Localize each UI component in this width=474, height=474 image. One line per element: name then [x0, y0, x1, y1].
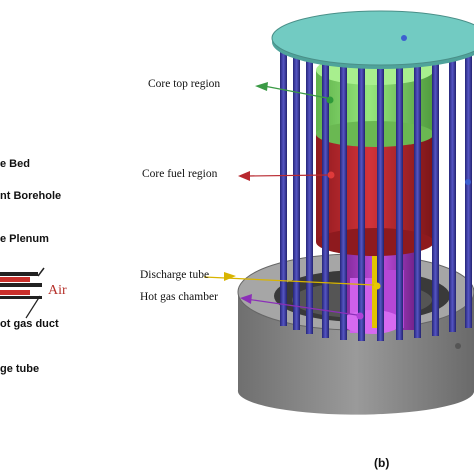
- rods: [280, 35, 472, 341]
- label-hot-gas-chamber: Hot gas chamber: [140, 291, 218, 303]
- label-core-top-region: Core top region: [148, 78, 221, 90]
- label-core-fuel-region: Core fuel region: [142, 168, 218, 180]
- rod-marker: [465, 179, 471, 185]
- hot-gas-marker: [356, 312, 364, 320]
- left-label-tube: ge tube: [0, 363, 40, 375]
- duct-line: [0, 272, 38, 276]
- left-panel-schematic: [0, 267, 45, 319]
- label-discharge-tube: Discharge tube: [140, 269, 210, 281]
- discharge-tube: [372, 228, 381, 328]
- left-label-hot-gas-duct: ot gas duct: [0, 318, 59, 330]
- duct-line: [0, 296, 42, 299]
- leader-line: [25, 295, 41, 319]
- core-fuel-marker: [327, 171, 335, 179]
- core-top-marker: [326, 96, 334, 104]
- duct-red-bar: [0, 277, 30, 282]
- left-label-borehole: nt Borehole: [0, 190, 62, 202]
- leader-line: [37, 267, 45, 277]
- panel-label-b: (b): [374, 456, 390, 470]
- duct-red-bar: [0, 290, 30, 295]
- label-arrows: [203, 82, 375, 316]
- top-plate: [271, 10, 474, 69]
- left-label-plenum: e Plenum: [0, 233, 49, 245]
- duct-line: [0, 283, 42, 287]
- discharge-marker: [373, 282, 381, 290]
- base-marker: [455, 343, 461, 349]
- left-label-air: Air: [48, 283, 67, 298]
- left-label-bed: e Bed: [0, 158, 30, 170]
